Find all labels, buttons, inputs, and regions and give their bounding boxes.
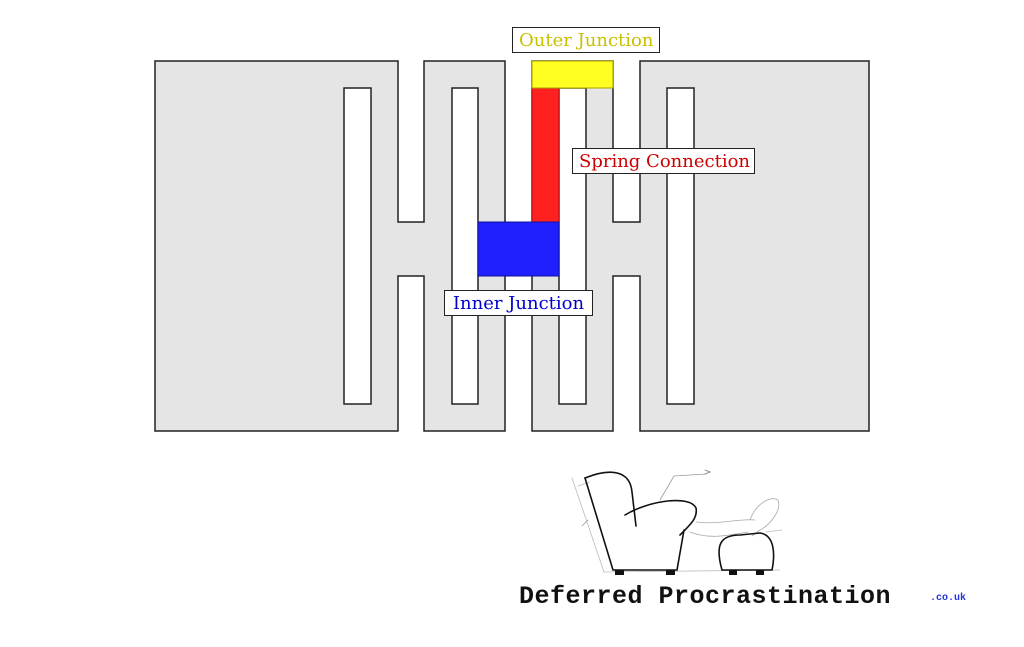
left-slot-1 <box>343 87 372 405</box>
armchair-ottoman-sketch-icon <box>571 469 783 575</box>
spring-connection-label: Spring Connection <box>572 148 755 174</box>
left-comb <box>154 60 506 432</box>
outer-junction-label: Outer Junction <box>512 27 660 53</box>
inner-junction-region <box>477 221 560 277</box>
inner-junction-label: Inner Junction <box>444 290 593 316</box>
right-comb <box>531 60 870 432</box>
right-slot-2 <box>666 87 695 405</box>
logo-name: Deferred Procrastination <box>519 582 892 611</box>
outer-junction-region <box>531 60 614 89</box>
spring-connection-region <box>531 87 560 223</box>
logo-suffix: .co.uk <box>930 593 967 604</box>
right-slot-1 <box>558 87 587 405</box>
left-slot-2 <box>451 87 479 405</box>
